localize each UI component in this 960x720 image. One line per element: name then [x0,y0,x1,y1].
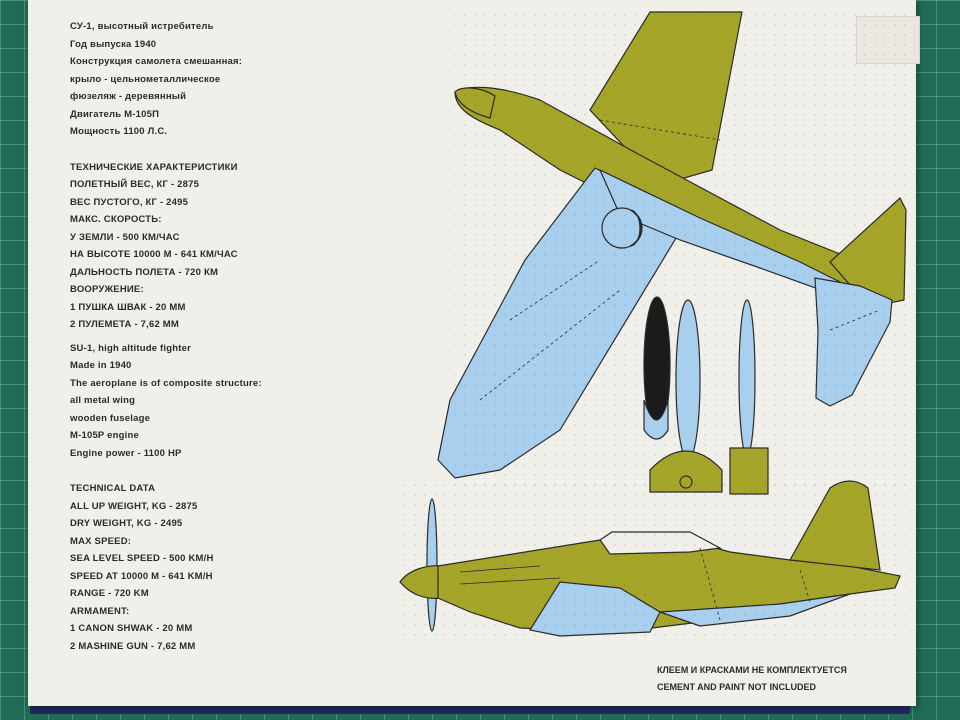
spec-line: ALL UP WEIGHT, KG - 2875 [70,500,198,512]
footer-note: КЛЕЕМ И КРАСКАМИ НЕ КОМПЛЕКТУЕТСЯ CEMENT… [657,662,847,696]
spec-line: ПОЛЕТНЫЙ ВЕС, КГ - 2875 [70,179,200,190]
spec-line: all metal wing [70,395,136,406]
spec-heading: TECHNICAL DATA [70,483,156,494]
spec-line: RANGE - 720 KM [70,588,149,599]
footer-line-en: CEMENT AND PAINT NOT INCLUDED [657,682,816,692]
spec-line: МАКС. СКОРОСТЬ: [70,214,162,225]
spec-line: ДАЛЬНОСТЬ ПОЛЕТА - 720 КМ [70,266,219,278]
spec-line: фюзеляж - деревянный [70,91,187,102]
spec-line: ВЕС ПУСТОГО, КГ - 2495 [70,196,189,208]
spec-line: Конструкция самолета смешанная: [70,56,243,67]
spec-text-column: СУ-1, высотный истребитель Год выпуска 1… [70,18,430,655]
spec-line: ARMAMENT: [70,605,130,617]
spec-line: SU-1, high altitude fighter [70,342,191,354]
english-info-block: SU-1, high altitude fighter Made in 1940… [70,340,430,463]
spec-line: SPEED AT 10000 M - 641 KM/H [70,570,213,582]
spec-line: ВООРУЖЕНИЕ: [70,284,144,295]
spec-line: 1 ПУШКА ШВАК - 20 ММ [70,301,186,313]
spec-line: 2 ПУЛЕМЕТА - 7,62 ММ [70,319,180,330]
aircraft-plan-view [437,11,915,492]
spec-line: Мощность 1100 Л.С. [70,126,168,137]
spec-line: У ЗЕМЛИ - 500 КМ/ЧАС [70,231,180,243]
spec-heading: ТЕХНИЧЕСКИЕ ХАРАКТЕРИСТИКИ [70,161,238,173]
prop-blade-blue-2 [738,299,756,457]
spec-line: wooden fuselage [70,412,151,424]
footer-line-ru: КЛЕЕМ И КРАСКАМИ НЕ КОМПЛЕКТУЕТСЯ [657,665,847,675]
spec-line: Год выпуска 1940 [70,38,157,50]
spec-line: DRY WEIGHT, KG - 2495 [70,518,183,529]
prop-blade-blue-1 [675,299,701,461]
spec-line: крыло - цельнометаллическое [70,73,221,85]
russian-info-block: СУ-1, высотный истребитель Год выпуска 1… [70,18,430,141]
spec-line: Engine power - 1100 HP [70,447,182,459]
aircraft-side-view [399,480,905,640]
spec-line: MAX SPEED: [70,535,132,547]
spec-line: The aeroplane is of composite structure: [70,377,262,389]
spec-line: Двигатель М-105П [70,108,160,120]
spec-line: SEA LEVEL SPEED - 500 KM/H [70,553,214,564]
english-tech-block: TECHNICAL DATA ALL UP WEIGHT, KG - 2875 … [70,480,430,655]
spec-line: 1 CANON SHWAK - 20 MM [70,623,193,634]
spec-line: 2 MASHINE GUN - 7,62 MM [70,640,196,652]
spec-line: Made in 1940 [70,360,132,371]
spec-line: НА ВЫСОТЕ 10000 М - 641 КМ/ЧАС [70,249,238,260]
spec-line: СУ-1, высотный истребитель [70,21,214,32]
russian-tech-block: ТЕХНИЧЕСКИЕ ХАРАКТЕРИСТИКИ ПОЛЕТНЫЙ ВЕС,… [70,159,430,334]
spec-line: M-105P engine [70,430,139,441]
